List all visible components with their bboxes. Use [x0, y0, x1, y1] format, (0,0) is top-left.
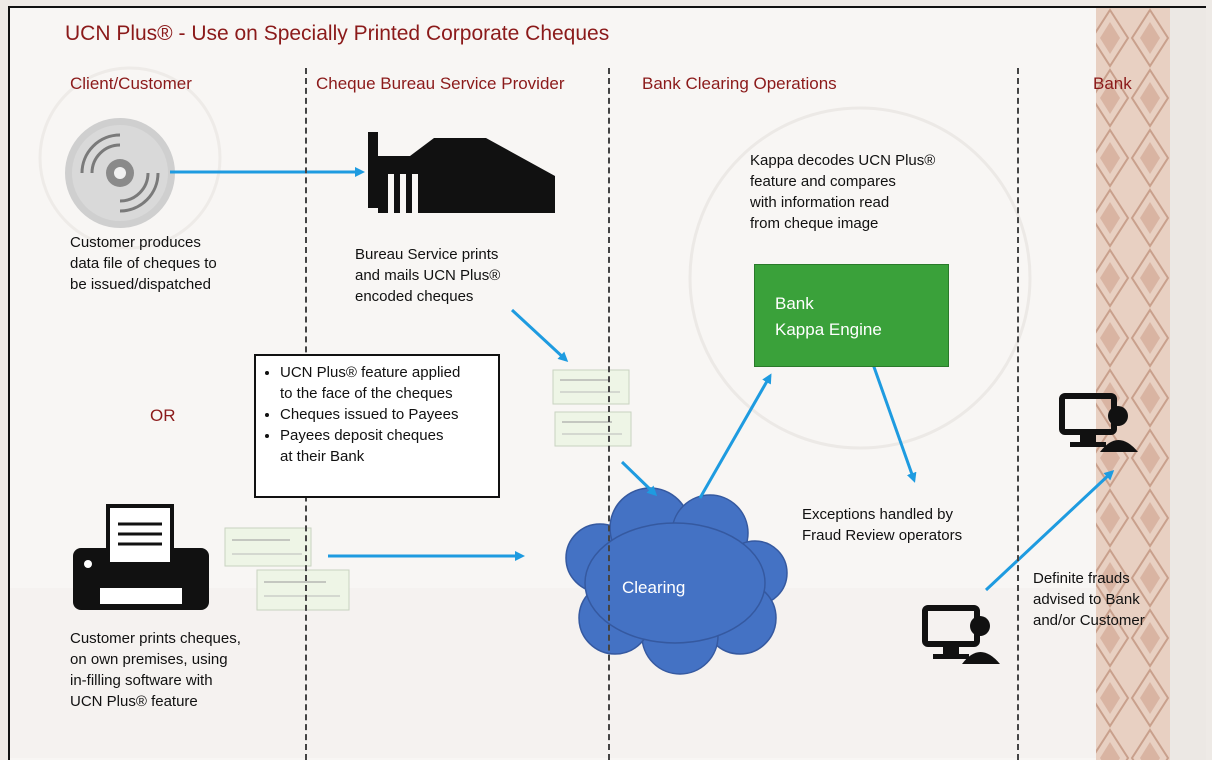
note-line: Customer produces — [70, 234, 201, 251]
disc-icon — [65, 118, 175, 228]
page-title: UCN Plus® - Use on Specially Printed Cor… — [65, 22, 610, 45]
lane-divider — [1017, 68, 1019, 760]
note-customer-data: Customer produces data file of cheques t… — [70, 232, 217, 295]
cheque-icon — [256, 569, 350, 611]
kappa-label: Bank — [775, 294, 814, 313]
clearing-label: Clearing — [622, 578, 686, 597]
computer-user-icon — [922, 605, 1000, 664]
lane-header-bank: Bank — [1093, 74, 1132, 93]
bullet-item: UCN Plus® feature applied to the face of… — [280, 362, 490, 404]
note-exceptions: Exceptions handled by Fraud Review opera… — [802, 504, 962, 546]
note-customer-prints: Customer prints cheques, on own premises… — [70, 628, 241, 712]
computer-user-icon — [1059, 393, 1138, 452]
arrow-kappa-to-exceptions — [866, 349, 917, 483]
note-line: from cheque image — [750, 215, 879, 232]
note-kappa-decodes: Kappa decodes UCN Plus® feature and comp… — [750, 150, 935, 234]
diagram-slide: UCN Plus® - Use on Specially Printed Cor… — [8, 6, 1206, 760]
note-line: on own premises, using — [70, 651, 228, 668]
lane-header-clearing: Bank Clearing Operations — [642, 74, 837, 93]
cheque-icon — [554, 411, 632, 447]
arrow-cloud-to-kappa — [698, 373, 772, 499]
arrow-operator-to-bank — [984, 469, 1115, 592]
note-line: and mails UCN Plus® — [355, 267, 501, 284]
diagram-canvas — [10, 8, 1206, 760]
note-line: with information read — [750, 194, 890, 211]
arrow-cheques-to-cloud — [620, 460, 658, 497]
lane-header-bureau: Cheque Bureau Service Provider — [316, 74, 565, 93]
note-bureau: Bureau Service prints and mails UCN Plus… — [355, 244, 500, 307]
note-line: Kappa decodes UCN Plus® — [750, 152, 936, 169]
note-line: Fraud Review operators — [802, 527, 963, 544]
ornamental-border — [1096, 8, 1170, 760]
note-line: Customer prints cheques, — [70, 630, 241, 647]
note-line: Exceptions handled by — [802, 506, 953, 523]
note-frauds: Definite frauds advised to Bank and/or C… — [1033, 568, 1145, 631]
or-label: OR — [150, 406, 176, 425]
note-line: Bureau Service prints — [355, 246, 499, 263]
note-line: in-filling software with — [70, 672, 213, 689]
bullet-item: Cheques issued to Payees — [280, 404, 490, 425]
cheque-icon — [224, 527, 312, 567]
clearing-cloud — [565, 487, 788, 675]
kappa-label: Kappa Engine — [775, 320, 882, 339]
bullet-box: UCN Plus® feature applied to the face of… — [254, 354, 500, 498]
note-line: Definite frauds — [1033, 570, 1130, 587]
arrow-bureau-to-cheques — [510, 308, 569, 363]
flow-arrows — [170, 167, 1115, 592]
note-line: UCN Plus® feature — [70, 693, 198, 710]
cheque-icon — [552, 369, 630, 405]
note-line: advised to Bank — [1033, 591, 1140, 608]
kappa-engine-box: Bank Kappa Engine — [754, 264, 949, 367]
bullet-item: Payees deposit cheques at their Bank — [280, 425, 490, 467]
note-line: feature and compares — [750, 173, 896, 190]
note-line: encoded cheques — [355, 288, 474, 305]
bullet-list: UCN Plus® feature applied to the face of… — [264, 362, 490, 467]
lane-divider — [608, 68, 610, 760]
lane-header-client: Client/Customer — [70, 74, 192, 93]
note-line: data file of cheques to — [70, 255, 217, 272]
printer-icon — [73, 504, 209, 610]
note-line: be issued/dispatched — [70, 276, 211, 293]
right-margin — [1170, 8, 1206, 760]
factory-icon — [368, 132, 555, 213]
note-line: and/or Customer — [1033, 612, 1145, 629]
